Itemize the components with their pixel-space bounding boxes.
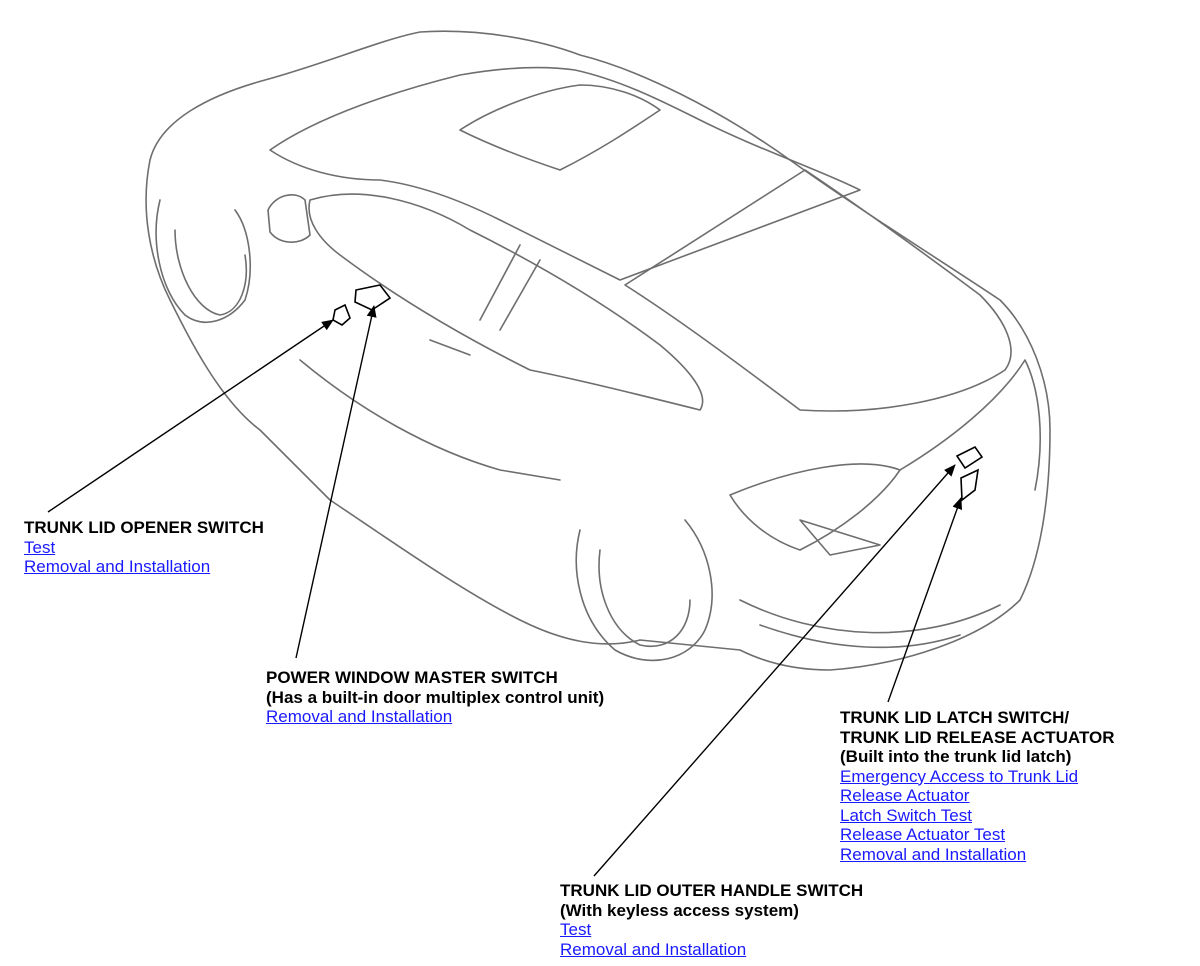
trunk-lid-opener-switch-callout: TRUNK LID OPENER SWITCH Test Removal and… bbox=[24, 518, 264, 577]
leader-trunk-lid-outer-handle-switch bbox=[593, 464, 956, 877]
trunk-lid-outer-handle-switch-title: TRUNK LID OUTER HANDLE SWITCH bbox=[560, 881, 864, 900]
trunk-lid-outer-handle-switch-test-link[interactable]: Test bbox=[560, 920, 592, 939]
trunk-lid-latch-switch-callout: TRUNK LID LATCH SWITCH/ TRUNK LID RELEAS… bbox=[840, 708, 1115, 864]
car-front-wheel bbox=[174, 229, 247, 316]
trunk-lid-latch-switch-note: (Built into the trunk lid latch) bbox=[840, 747, 1072, 766]
leader-trunk-lid-opener-switch bbox=[47, 319, 334, 513]
car-front-wheel-arch bbox=[155, 199, 251, 324]
power-window-master-switch-shape bbox=[354, 284, 392, 311]
power-window-master-switch-removal-link[interactable]: Removal and Installation bbox=[266, 707, 453, 726]
car-rear-wheel-arch bbox=[575, 519, 713, 662]
power-window-master-switch-callout: POWER WINDOW MASTER SWITCH (Has a built-… bbox=[266, 668, 604, 727]
trunk-lid-latch-removal-link[interactable]: Removal and Installation bbox=[840, 844, 1027, 864]
leader-lines bbox=[47, 305, 963, 877]
car-rear-wheel bbox=[598, 549, 691, 648]
leader-power-window-master-switch bbox=[295, 305, 377, 659]
trunk-lid-release-actuator-link[interactable]: Release Actuator bbox=[840, 786, 970, 805]
trunk-lid-outer-handle-switch-note: (With keyless access system) bbox=[560, 900, 799, 920]
car-sunroof bbox=[459, 84, 661, 171]
power-window-master-switch-note: (Has a built-in door multiplex control u… bbox=[266, 687, 605, 707]
car-rear-window bbox=[624, 169, 1012, 412]
car-body-silhouette bbox=[145, 30, 1051, 671]
car-mirror bbox=[267, 194, 311, 243]
car-tail-light bbox=[729, 463, 901, 551]
trunk-lid-opener-switch-test-link[interactable]: Test bbox=[24, 537, 56, 557]
trunk-lid-outer-handle-switch-removal-link[interactable]: Removal and Installation bbox=[560, 939, 747, 959]
car-rear-bumper bbox=[739, 599, 1001, 649]
trunk-lid-latch-switch-title-1: TRUNK LID LATCH SWITCH/ bbox=[840, 708, 1070, 727]
trunk-lid-outer-handle-switch-callout: TRUNK LID OUTER HANDLE SWITCH (With keyl… bbox=[560, 881, 863, 959]
car-roof bbox=[269, 66, 861, 281]
car-trunk-lid-edge bbox=[899, 359, 1041, 491]
component-markers bbox=[332, 284, 984, 502]
trunk-lid-outer-handle-switch-shape bbox=[955, 445, 984, 470]
car-side-window bbox=[308, 193, 704, 411]
trunk-lid-latch-switch-test-link[interactable]: Latch Switch Test bbox=[840, 805, 972, 825]
trunk-lid-latch-shape bbox=[960, 468, 980, 502]
trunk-lid-latch-switch-title-2: TRUNK LID RELEASE ACTUATOR bbox=[840, 727, 1115, 747]
car-tail-light-inner bbox=[799, 519, 881, 556]
trunk-lid-release-actuator-test-link[interactable]: Release Actuator Test bbox=[840, 825, 1006, 844]
car-outline bbox=[145, 30, 1051, 671]
trunk-lid-opener-switch-shape bbox=[332, 303, 351, 326]
leader-trunk-lid-latch-switch bbox=[887, 497, 963, 703]
car-door-line bbox=[299, 359, 561, 481]
car-door-handle bbox=[429, 339, 471, 356]
trunk-lid-opener-switch-removal-link[interactable]: Removal and Installation bbox=[24, 557, 211, 576]
trunk-lid-opener-switch-title: TRUNK LID OPENER SWITCH bbox=[24, 518, 264, 537]
power-window-master-switch-title: POWER WINDOW MASTER SWITCH bbox=[266, 668, 558, 687]
car-b-pillar bbox=[479, 244, 541, 331]
trunk-lid-emergency-access-link[interactable]: Emergency Access to Trunk Lid bbox=[840, 766, 1079, 786]
